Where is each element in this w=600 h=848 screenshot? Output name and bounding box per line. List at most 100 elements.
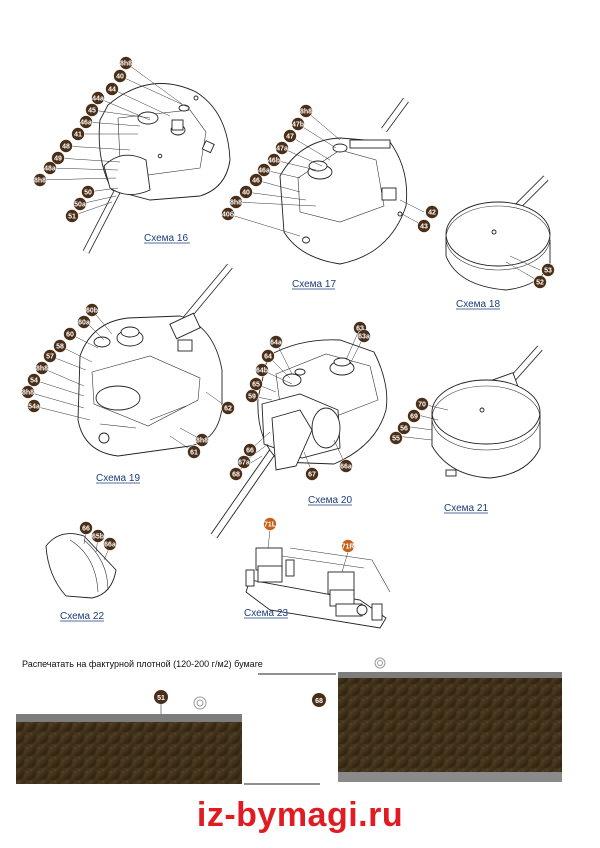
svg-text:61: 61 [190, 449, 198, 456]
svg-text:63a: 63a [358, 333, 370, 340]
svg-text:8h8: 8h8 [196, 437, 208, 444]
svg-text:46b: 46b [268, 157, 280, 164]
svg-text:46: 46 [252, 177, 260, 184]
svg-text:8h8: 8h8 [230, 199, 242, 206]
scheme-21-caption: Схема 21 [444, 503, 488, 514]
svg-text:71L: 71L [264, 521, 277, 528]
svg-text:55: 55 [392, 435, 400, 442]
callout-s16-5: 46a [79, 115, 93, 129]
svg-text:47: 47 [286, 133, 294, 140]
svg-text:52: 52 [536, 279, 544, 286]
callout-s16-6: 41 [71, 127, 85, 141]
svg-text:40: 40 [116, 73, 124, 80]
callout-s19-3: 58 [53, 339, 67, 353]
callout-s16-0: 8h8 [119, 56, 133, 70]
scheme-19-caption: Схема 19 [96, 473, 140, 484]
scheme-23 [245, 529, 391, 629]
callout-s19-2: 60 [63, 327, 77, 341]
strip-label-51: 51 [154, 690, 168, 704]
svg-text:46a: 46a [80, 119, 92, 126]
scheme-22-caption: Схема 22 [60, 611, 104, 622]
svg-text:64b: 64b [256, 367, 268, 374]
svg-text:66: 66 [246, 447, 254, 454]
svg-text:67a: 67a [238, 459, 250, 466]
callout-s21-2: 56 [397, 421, 411, 435]
svg-text:8h8: 8h8 [300, 108, 312, 115]
callout-s16-4: 45 [85, 103, 99, 117]
scheme-17 [227, 97, 425, 265]
callout-s21-0: 70 [415, 397, 429, 411]
svg-text:59: 59 [248, 393, 256, 400]
strip-label-68: 68 [312, 693, 326, 707]
svg-text:49: 49 [54, 155, 62, 162]
callout-s19-8: 54a [27, 399, 41, 413]
callout-s17-10: 42 [425, 205, 439, 219]
svg-text:56: 56 [400, 425, 408, 432]
callout-s19-4: 57 [43, 349, 57, 363]
callout-s20-2: 64b [255, 363, 269, 377]
svg-text:57: 57 [46, 353, 54, 360]
svg-text:47a: 47a [276, 145, 288, 152]
svg-text:58: 58 [56, 343, 64, 350]
callout-s19-0: 60b [85, 303, 99, 317]
svg-text:54: 54 [30, 377, 38, 384]
svg-text:60: 60 [66, 331, 74, 338]
scheme-22 [45, 529, 117, 599]
svg-text:66a: 66a [340, 463, 352, 470]
svg-text:48a: 48a [44, 165, 56, 172]
svg-text:54a: 54a [28, 403, 40, 410]
callout-s20-4: 63a [357, 329, 371, 343]
texture-strip-68 [338, 672, 562, 782]
callout-s16-12: 50a [73, 197, 87, 211]
svg-text:53: 53 [544, 267, 552, 274]
callout-s17-5: 46a [257, 163, 271, 177]
callout-s20-8: 67a [237, 455, 251, 469]
svg-text:44: 44 [108, 86, 116, 93]
callout-s16-3: 44a [91, 91, 105, 105]
callout-s22-1: 65b [91, 529, 105, 543]
scheme-18 [445, 175, 551, 291]
svg-text:70: 70 [418, 401, 426, 408]
callout-s20-10: 67 [305, 467, 319, 481]
callout-s19-9: 62 [221, 401, 235, 415]
callout-s17-8: 8h8 [229, 195, 243, 209]
callout-s17-9: 40б [221, 207, 235, 221]
callout-s16-2: 44 [105, 82, 119, 96]
svg-text:51: 51 [157, 695, 165, 702]
callout-s22-2: 66a [103, 537, 117, 551]
svg-text:65b: 65b [92, 533, 104, 540]
scheme-20-caption: Схема 20 [308, 495, 352, 506]
svg-text:43: 43 [420, 223, 428, 230]
svg-text:42: 42 [428, 209, 436, 216]
callout-s20-1: 64 [261, 349, 275, 363]
svg-text:40: 40 [242, 189, 250, 196]
svg-text:47b: 47b [292, 121, 304, 128]
callout-s20-0: 64a [269, 335, 283, 349]
callout-layer: 8h8404444a4546a41484948a8h85050a518h847b… [21, 56, 555, 553]
registration-mark [193, 696, 207, 710]
callout-s21-3: 55 [389, 431, 403, 445]
callout-s17-1: 47b [291, 117, 305, 131]
svg-text:45: 45 [88, 107, 96, 114]
svg-text:66: 66 [82, 525, 90, 532]
callout-s19-7: 8h8 [21, 385, 35, 399]
callout-s16-7: 48 [59, 139, 73, 153]
callout-s16-13: 51 [65, 209, 79, 223]
callout-s16-10: 8h8 [33, 173, 47, 187]
svg-text:65: 65 [252, 381, 260, 388]
svg-text:62: 62 [224, 405, 232, 412]
svg-text:8h8: 8h8 [22, 389, 34, 396]
svg-text:8h8: 8h8 [120, 60, 132, 67]
print-note: Распечатать на фактурной плотной (120-20… [22, 659, 263, 669]
callout-s20-6: 59 [245, 389, 259, 403]
callout-s20-9: 68 [229, 467, 243, 481]
callout-s18-0: 53 [541, 263, 555, 277]
svg-text:51: 51 [68, 213, 76, 220]
callout-s20-11: 66a [339, 459, 353, 473]
texture-strip-51 [16, 700, 242, 784]
svg-text:40б: 40б [222, 210, 235, 218]
scheme-16-caption: Схема 16 [144, 233, 188, 244]
callout-s19-6: 54 [27, 373, 41, 387]
svg-text:71R: 71R [342, 543, 355, 550]
